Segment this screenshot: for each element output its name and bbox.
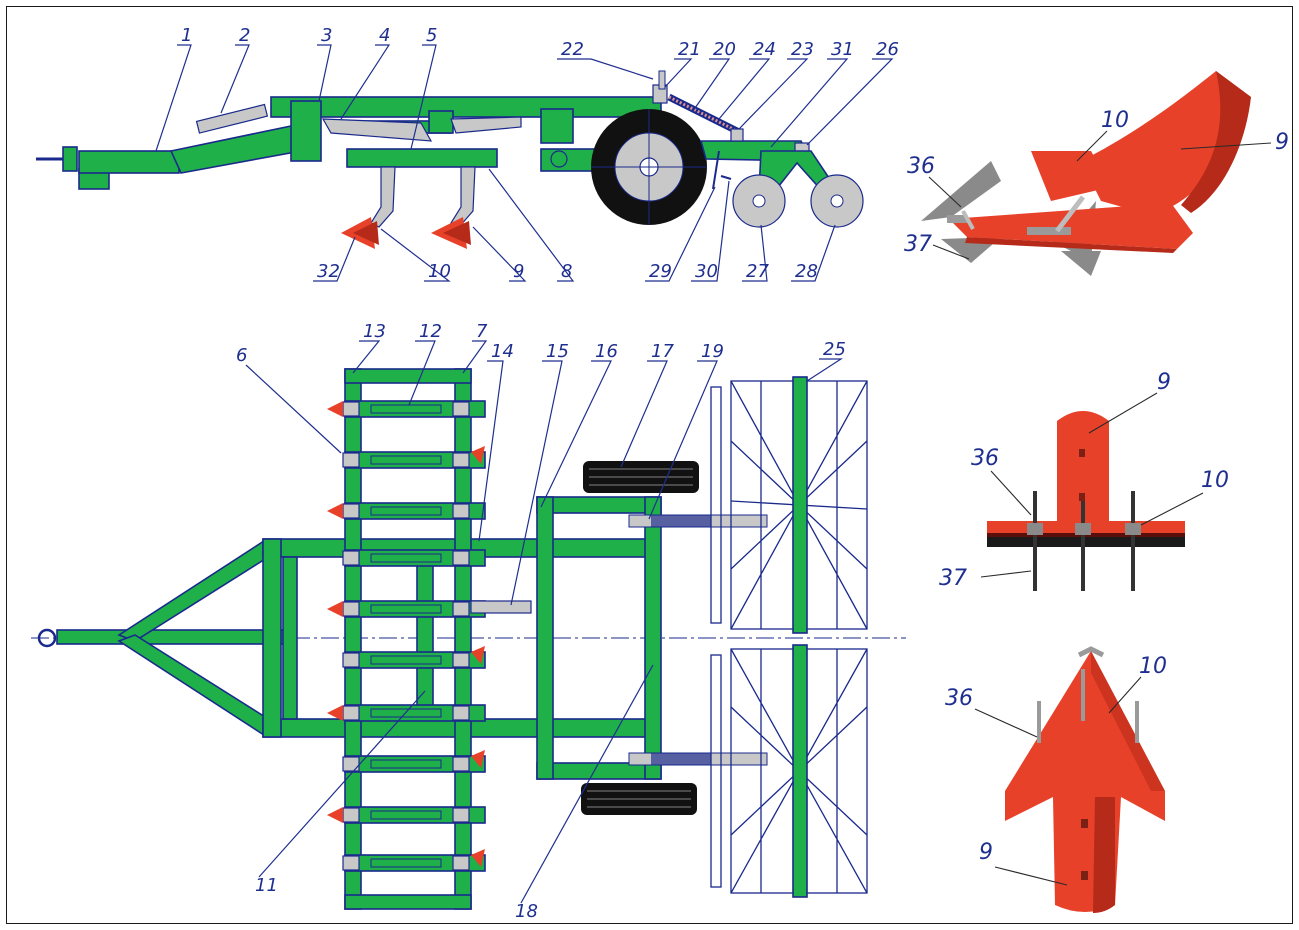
top-wheel-lower [581,783,697,815]
share-shank [1081,71,1251,215]
callout-24: 24 [753,39,776,60]
share-front-callouts: 9 36 10 37 [939,370,1229,591]
main-frame-beam [270,96,662,118]
share-perspective-view [921,71,1251,276]
hydraulic-cylinder [195,103,269,134]
callout-10-front: 10 [1201,468,1229,493]
cross-rows [327,400,486,872]
callout-14: 14 [491,341,514,362]
callout-2: 2 [239,25,250,46]
share-front-shank [1057,411,1109,521]
callout-27: 27 [746,261,769,282]
callout-36-front: 36 [971,446,999,471]
callout-20: 20 [713,39,736,60]
callout-11: 11 [255,875,278,896]
shank-front [370,166,396,228]
callout-9-top: 9 [979,840,993,865]
top-view [31,368,906,910]
callout-21: 21 [678,39,701,60]
callout-13: 13 [363,321,386,342]
callout-28: 28 [795,261,818,282]
callout-9-persp: 9 [1275,130,1289,155]
top-cylinder [470,600,532,614]
callout-26: 26 [876,39,899,60]
figure-frame: 1 2 3 4 5 22 21 20 24 23 31 26 32 10 9 8… [6,6,1293,924]
callout-6: 6 [236,345,247,366]
callout-37-front: 37 [939,566,967,591]
callout-10-side: 10 [428,261,451,282]
callout-18: 18 [515,901,538,922]
callout-22: 22 [561,39,584,60]
top-wheel-upper [583,461,699,493]
callout-7: 7 [476,321,488,342]
callout-31: 31 [831,39,854,60]
callout-9-front: 9 [1157,370,1171,395]
cultivator-drawing: 1 2 3 4 5 22 21 20 24 23 31 26 32 10 9 8… [31,25,1289,922]
callout-10-persp: 10 [1101,108,1129,133]
callout-29: 29 [649,261,672,282]
top-roller-upper [710,376,868,634]
share-top-callouts: 10 36 9 [945,654,1167,886]
callout-19: 19 [701,341,724,362]
callout-23: 23 [791,39,814,60]
callout-32: 32 [317,261,340,282]
callout-25: 25 [823,339,846,360]
top-frame-rear [644,496,662,780]
callout-1: 1 [181,25,192,46]
top-roller-lower [710,644,868,898]
callout-17: 17 [651,341,674,362]
callout-30: 30 [695,261,718,282]
tool-bar-left [344,368,362,910]
callout-4: 4 [379,25,390,46]
callout-5: 5 [426,25,437,46]
callout-8: 8 [561,261,572,282]
callout-36-persp: 36 [907,154,935,179]
callout-10-top: 10 [1139,654,1167,679]
tool-frame [346,148,498,168]
callout-16: 16 [595,341,618,362]
callout-37-persp: 37 [904,232,932,257]
drawbar [78,150,180,174]
share-perspective-callouts: 10 9 36 37 [904,108,1289,260]
callout-12: 12 [419,321,442,342]
callout-15: 15 [546,341,569,362]
share-front-view [987,411,1185,591]
callout-36-top: 36 [945,686,973,711]
tool-bar-right [454,368,472,910]
callout-3: 3 [321,25,332,46]
share-top-view [1005,646,1165,913]
callout-9-side: 9 [513,261,524,282]
side-view [36,70,864,249]
side-callouts: 1 2 3 4 5 22 21 20 24 23 31 26 32 10 9 8… [155,25,899,282]
share-wing [949,203,1193,249]
top-callouts: 13 12 7 6 14 15 16 17 19 25 11 18 [236,321,846,922]
